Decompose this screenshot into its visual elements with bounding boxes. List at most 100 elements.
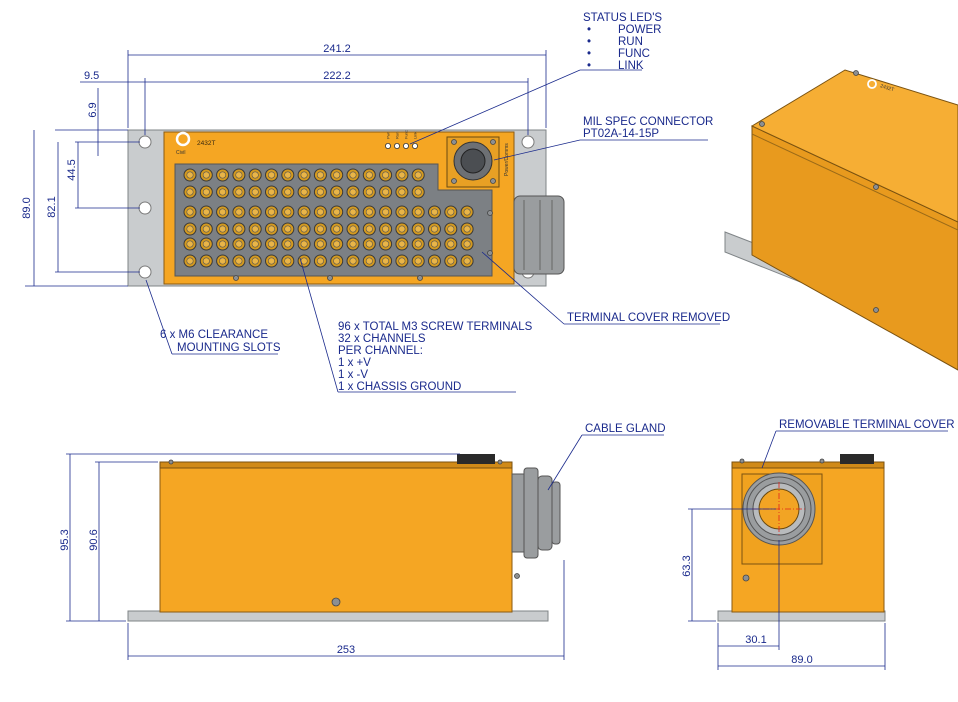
terminal-cover-removed-label: TERMINAL COVER REMOVED xyxy=(567,312,730,324)
screw-terminal xyxy=(460,205,474,219)
screw-terminal xyxy=(428,205,441,219)
screw-terminal xyxy=(281,237,295,251)
panel-screw xyxy=(487,210,493,216)
screw-terminal xyxy=(265,237,278,251)
screw-terminal xyxy=(183,237,197,251)
status-led-name: RUN xyxy=(618,36,643,48)
screw-terminal xyxy=(297,168,311,182)
screw-terminal xyxy=(395,168,409,182)
screw-terminal xyxy=(216,237,230,251)
model-label: 2432T xyxy=(197,140,215,147)
top-view-callouts: STATUS LED'S •POWER•RUN•FUNC•LINK MIL SP… xyxy=(145,12,730,393)
screw-terminal xyxy=(428,254,441,268)
status-led-name: LINK xyxy=(618,60,644,72)
svg-text:Civil: Civil xyxy=(176,150,185,156)
end-view-connector xyxy=(840,454,874,464)
screw-terminal xyxy=(183,168,197,182)
mounting-slots-label-2: MOUNTING SLOTS xyxy=(177,342,281,354)
screw-terminal xyxy=(362,222,376,236)
screw-terminal xyxy=(248,222,262,236)
panel-screw xyxy=(417,275,423,281)
screw-terminal xyxy=(313,185,327,199)
screw-terminal xyxy=(265,205,278,219)
status-leds-title: STATUS LED'S xyxy=(583,12,662,24)
screw-terminal xyxy=(232,237,246,251)
status-led xyxy=(393,142,400,149)
screw-terminal xyxy=(265,222,278,236)
side-view-housing xyxy=(159,465,513,613)
screw-terminal xyxy=(362,168,376,182)
panel-screw xyxy=(327,275,333,281)
screw-terminal xyxy=(379,168,393,182)
screw-terminal xyxy=(444,222,458,236)
dim-side-body-height: 90.6 xyxy=(88,529,100,550)
screw-terminal xyxy=(313,222,327,236)
screw-terminal xyxy=(379,222,393,236)
dim-gland-offset: 30.1 xyxy=(745,634,766,646)
screw-terminal xyxy=(330,168,344,182)
screw-terminal xyxy=(395,254,409,268)
mil-spec-connector xyxy=(446,136,500,188)
status-led-small-label: Func xyxy=(404,130,409,139)
screw-terminal xyxy=(411,168,425,182)
side-view-connector xyxy=(457,454,495,464)
screw-terminal xyxy=(232,222,246,236)
screw-terminal xyxy=(411,237,425,251)
screw-terminal xyxy=(346,222,360,236)
screw-terminal xyxy=(199,168,213,182)
screw-terminal xyxy=(460,237,474,251)
dim-overall-height: 89.0 xyxy=(21,197,33,218)
screw-terminal xyxy=(330,205,344,219)
side-view-cable-gland xyxy=(511,467,561,559)
screw-terminal xyxy=(183,205,197,219)
bullet: • xyxy=(587,48,591,60)
screw-terminal-grid xyxy=(183,168,474,268)
mounting-slot xyxy=(138,135,152,149)
cable-gland-label: CABLE GLAND xyxy=(585,423,666,435)
status-led xyxy=(411,142,418,149)
screw-terminal xyxy=(428,237,441,251)
screw-terminal xyxy=(313,237,327,251)
screw-terminal xyxy=(183,254,197,268)
screw-terminal xyxy=(216,254,230,268)
bullet: • xyxy=(587,60,591,72)
mil-spec-part-number: PT02A-14-15P xyxy=(583,128,659,140)
screw-terminal xyxy=(265,185,278,199)
screw-terminal xyxy=(248,254,262,268)
screw-terminal xyxy=(379,185,393,199)
removable-terminal-cover-label: REMOVABLE TERMINAL COVER xyxy=(779,419,955,431)
screw-terminal xyxy=(297,222,311,236)
screw-terminal xyxy=(232,168,246,182)
dim-slot-offset: 9.5 xyxy=(84,70,99,82)
screw-terminal xyxy=(395,237,409,251)
screw-terminal xyxy=(395,185,409,199)
status-led-name: POWER xyxy=(618,24,661,36)
screw-terminal xyxy=(362,237,376,251)
screw-terminal xyxy=(330,222,344,236)
screw-terminal xyxy=(395,205,409,219)
company-logo: Civil xyxy=(175,131,191,156)
bullet: • xyxy=(587,36,591,48)
screw-terminal xyxy=(330,254,344,268)
top-view-dimensions: 241.2 222.2 9.5 6.9 44.5 82.1 89.0 xyxy=(21,43,547,287)
screw-terminal xyxy=(183,222,197,236)
iso-housing-top xyxy=(750,69,958,223)
status-led xyxy=(384,142,391,149)
terminals-note-line: 96 x TOTAL M3 SCREW TERMINALS xyxy=(338,321,533,333)
iso-logo xyxy=(867,79,877,89)
screw-terminal xyxy=(281,205,295,219)
screw-terminal xyxy=(444,205,458,219)
screw-terminal xyxy=(199,237,213,251)
screw-terminal xyxy=(346,237,360,251)
screw-terminal xyxy=(297,185,311,199)
terminals-note-line: 1 x CHASSIS GROUND xyxy=(338,381,461,393)
screw-terminal xyxy=(379,254,393,268)
screw-terminal xyxy=(281,185,295,199)
screw-terminal xyxy=(428,222,441,236)
screw-terminal xyxy=(346,168,360,182)
status-led-small-label: Link xyxy=(413,132,418,139)
screw-terminal xyxy=(313,205,327,219)
